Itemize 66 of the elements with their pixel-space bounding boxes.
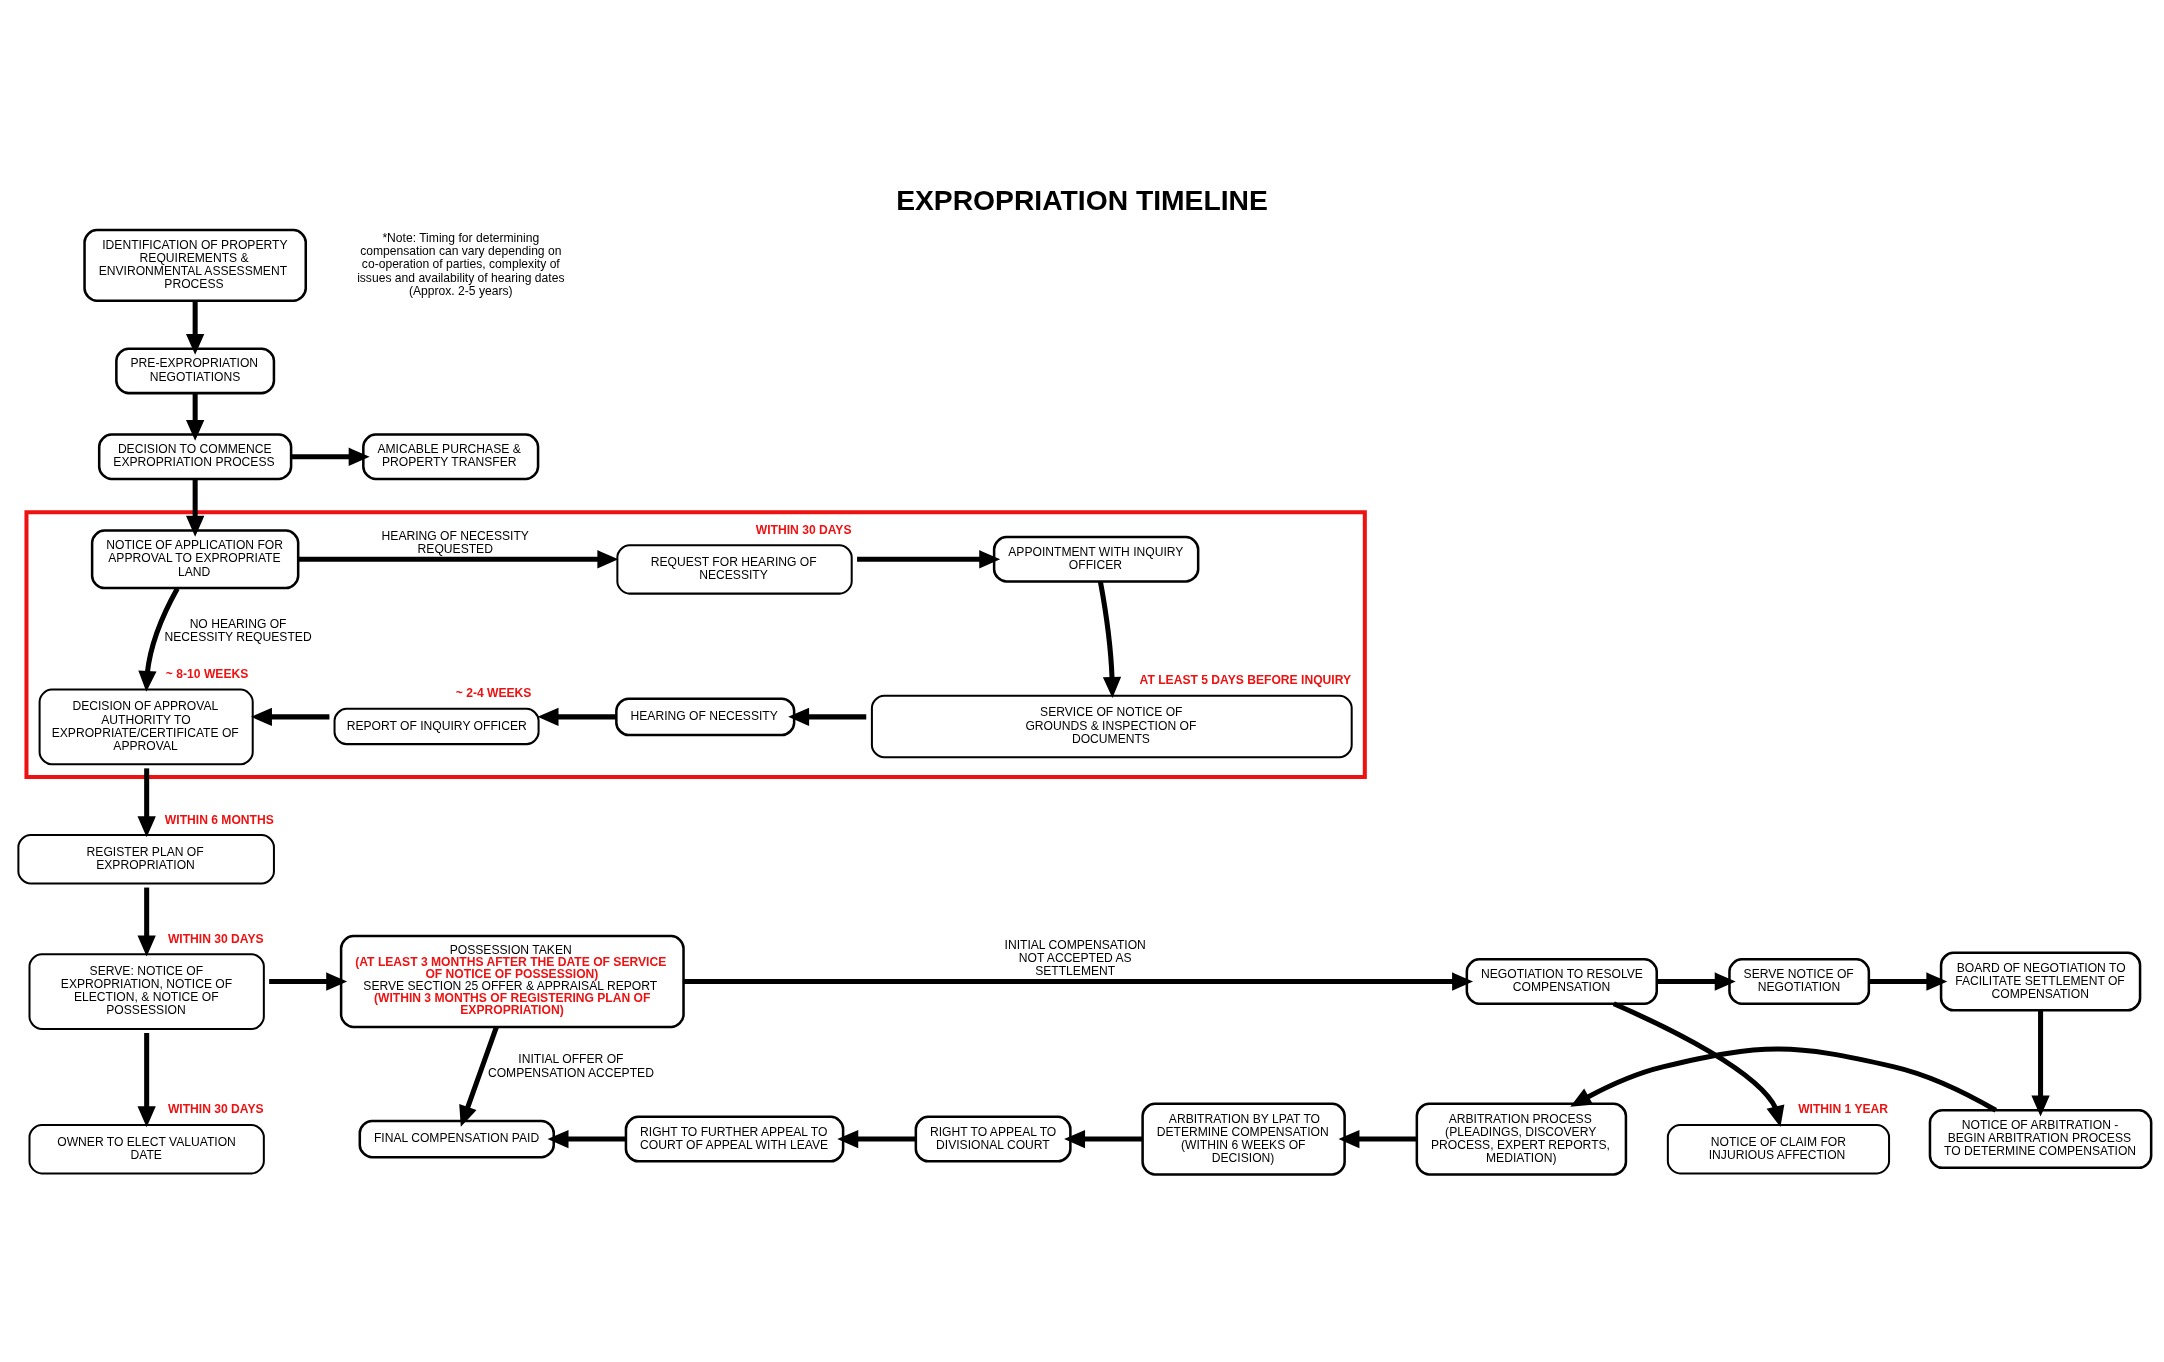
- node-box: DECISION TO COMMENCE EXPROPRIATION PROCESS: [97, 433, 293, 481]
- arrow: [2031, 1010, 2050, 1117]
- arrow: [186, 393, 205, 441]
- arrow: [251, 707, 330, 727]
- node-box: REPORT OF INQUIRY OFFICER: [333, 707, 540, 746]
- node-box: NOTICE OF CLAIM FOR INJURIOUS AFFECTION: [1666, 1123, 1891, 1175]
- arrow: [837, 1129, 916, 1149]
- node-box: PRE-EXPROPRIATION NEGOTIATIONS: [115, 347, 276, 395]
- edge-label: INITIAL OFFER OF COMPENSATION ACCEPTED: [487, 1052, 654, 1080]
- node-box: ARBITRATION PROCESS (PLEADINGS, DISCOVERY PROCESS, EXPERT REPORTS, MEDIATION): [1415, 1102, 1628, 1176]
- arrow: [547, 1129, 626, 1149]
- node-box: POSSESSION TAKEN (AT LEAST 3 MONTHS AFTER THE DATE OF SERVICE OF NOTICE OF POSSESSION) SERVE SECTION 25 OFFER & APPRAISAL REPORT (WITHIN 3 MONTHS OF REGISTERING PLAN OF EXPROPRIATION): [339, 934, 685, 1029]
- node-box: NOTICE OF ARBITRATION - BEGIN ARBITRATION PROCESS TO DETERMINE COMPENSATION: [1928, 1109, 2153, 1170]
- arrow: [137, 1033, 156, 1128]
- node-box: AMICABLE PURCHASE & PROPERTY TRANSFER: [362, 433, 540, 481]
- label: *Note: Timing for determining compensation can vary depending on co-operation of parties, complexity of issues and availability of hearing dates (Approx. 2-5 years): [357, 231, 565, 298]
- node-box: NEGOTIATION TO RESOLVE COMPENSATION: [1465, 958, 1658, 1005]
- diagram-title: EXPROPRIATION TIMELINE: [896, 183, 1268, 216]
- node-label: WITHIN 1 YEAR: [1798, 1102, 1889, 1117]
- arrow: [1570, 1046, 1998, 1113]
- arrow: [186, 479, 205, 537]
- node-box: FINAL COMPENSATION PAID: [358, 1119, 555, 1159]
- node-box: IDENTIFICATION OF PROPERTY REQUIREMENTS & ENVIRONMENTAL ASSESSMENT PROCESS: [83, 228, 307, 302]
- arrow: [537, 707, 617, 727]
- arrow: [1612, 1001, 1785, 1127]
- arrow: [269, 972, 348, 991]
- node-label: AT LEAST 5 DAYS BEFORE INQUIRY: [1139, 673, 1352, 688]
- node-box: HEARING OF NECESSITY: [615, 697, 796, 737]
- cluster: [24, 510, 1367, 779]
- node-label: ~ 8-10 WEEKS: [165, 667, 249, 682]
- node-box: APPOINTMENT WITH INQUIRY OFFICER: [992, 535, 1200, 583]
- arrow: [137, 887, 156, 957]
- arrow: [1656, 972, 1736, 991]
- node-box: BOARD OF NEGOTIATION TO FACILITATE SETTLEMENT OF COMPENSATION: [1939, 951, 2142, 1012]
- arrow: [291, 447, 370, 466]
- edge-label: NO HEARING OF NECESSITY REQUESTED: [164, 617, 312, 645]
- node-box: NOTICE OF APPLICATION FOR APPROVAL TO EXPROPRIATE LAND: [90, 529, 300, 590]
- arrow: [1338, 1129, 1417, 1149]
- node-label: ~ 2-4 WEEKS: [455, 686, 532, 701]
- arrow: [138, 587, 180, 692]
- node-box: SERVICE OF NOTICE OF GROUNDS & INSPECTION OF DOCUMENTS: [870, 694, 1353, 759]
- node-label: WITHIN 30 DAYS: [167, 1102, 264, 1117]
- node-label: WITHIN 30 DAYS: [755, 522, 852, 537]
- node-box: RIGHT TO APPEAL TO DIVISIONAL COURT: [914, 1115, 1072, 1163]
- node-box: OWNER TO ELECT VALUATION DATE: [28, 1123, 265, 1175]
- arrow: [788, 707, 867, 727]
- node-box: SERVE NOTICE OF NEGOTIATION: [1728, 958, 1871, 1005]
- node-box: SERVE: NOTICE OF EXPROPRIATION, NOTICE OF ELECTION, & NOTICE OF POSSESSION: [28, 953, 265, 1030]
- node-box: ARBITRATION BY LPAT TO DETERMINE COMPENSATION (WITHIN 6 WEEKS OF DECISION): [1141, 1102, 1346, 1176]
- arrow: [1064, 1129, 1143, 1149]
- arrow: [1868, 972, 1948, 991]
- arrow: [298, 550, 619, 569]
- node-label: WITHIN 6 MONTHS: [164, 812, 274, 827]
- node-box: REGISTER PLAN OF EXPROPRIATION: [17, 834, 275, 885]
- arrow: [857, 550, 1001, 569]
- edge-label: HEARING OF NECESSITY REQUESTED: [381, 528, 529, 556]
- node-box: RIGHT TO FURTHER APPEAL TO COURT OF APPEAL WITH LEAVE: [624, 1115, 845, 1163]
- arrow: [186, 300, 205, 355]
- arrow: [459, 1026, 499, 1127]
- node-box: DECISION OF APPROVAL AUTHORITY TO EXPROPRIATE/CERTIFICATE OF APPROVAL: [38, 688, 254, 766]
- arrow: [1097, 581, 1122, 698]
- edge-label: INITIAL COMPENSATION NOT ACCEPTED AS SETTLEMENT: [1004, 937, 1146, 979]
- node-label: WITHIN 30 DAYS: [167, 931, 264, 946]
- node-box: REQUEST FOR HEARING OF NECESSITY: [616, 544, 853, 595]
- arrow: [137, 768, 156, 838]
- arrow: [683, 972, 1474, 991]
